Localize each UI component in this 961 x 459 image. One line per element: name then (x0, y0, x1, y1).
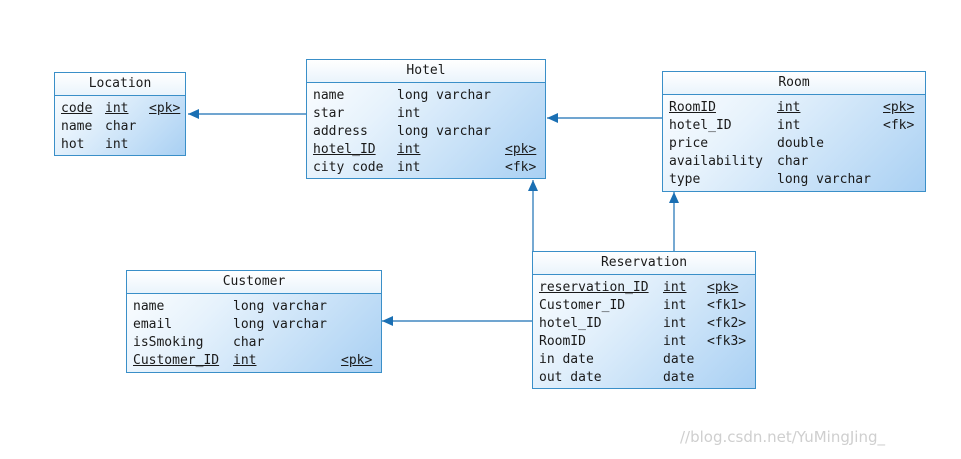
reservation-row-reservation-id: reservation_ID int <pk> (539, 279, 749, 297)
column-name: email (133, 317, 173, 332)
column-name: name (133, 299, 165, 314)
room-title: Room (663, 72, 925, 95)
column-type: int (105, 101, 129, 116)
column-name: in date (539, 352, 594, 367)
reservation-row-customer-id: Customer_ID int <fk1> (539, 297, 749, 315)
column-type: int (663, 298, 687, 313)
column-key: <pk> (707, 280, 739, 295)
room-row-price: price double (669, 135, 919, 153)
hotel-row-name: name long varchar (313, 87, 539, 105)
reservation-row-in-date: in date date (539, 351, 749, 369)
column-name: name (313, 88, 345, 103)
column-name: code (61, 101, 93, 116)
customer-title: Customer (127, 271, 381, 294)
reservation-row-hotel-id: hotel_ID int <fk2> (539, 315, 749, 333)
column-name: hotel_ID (539, 316, 602, 331)
column-type: int (397, 160, 421, 175)
column-name: address (313, 124, 368, 139)
column-type: long varchar (777, 172, 871, 187)
room-row-availability: availability char (669, 153, 919, 171)
column-type: int (397, 106, 421, 121)
customer-row-name: name long varchar (133, 298, 375, 316)
column-key: <pk> (341, 353, 373, 368)
column-type: int (777, 100, 801, 115)
column-name: hotel_ID (313, 142, 376, 157)
watermark: //blog.csdn.net/YuMingJing_ (680, 428, 885, 446)
column-type: int (105, 137, 129, 152)
column-key: <pk> (149, 101, 181, 116)
column-key: <fk3> (707, 334, 747, 349)
column-name: hotel_ID (669, 118, 732, 133)
column-type: date (663, 352, 695, 367)
column-name: city code (313, 160, 384, 175)
column-type: long varchar (233, 299, 327, 314)
column-name: type (669, 172, 701, 187)
customer-row-email: email long varchar (133, 316, 375, 334)
column-name: price (669, 136, 709, 151)
column-key: <fk> (505, 160, 537, 175)
room-row-roomid: RoomID int <pk> (669, 99, 919, 117)
column-key: <pk> (883, 100, 915, 115)
column-type: long varchar (397, 88, 491, 103)
column-key: <fk> (883, 118, 915, 133)
location-row-name: name char (61, 118, 179, 136)
column-name: availability (669, 154, 763, 169)
hotel-row-address: address long varchar (313, 123, 539, 141)
hotel-row-city-code: city code int <fk> (313, 159, 539, 177)
room-entity[interactable]: Room RoomID int <pk> hotel_ID int <fk> p… (662, 71, 926, 192)
column-type: int (397, 142, 421, 157)
reservation-row-out-date: out date date (539, 369, 749, 387)
column-key: <fk1> (707, 298, 747, 313)
location-entity[interactable]: Location code int <pk> name char hot int (54, 72, 186, 156)
room-row-hotel-id: hotel_ID int <fk> (669, 117, 919, 135)
column-name: RoomID (669, 100, 716, 115)
column-name: Customer_ID (133, 353, 220, 368)
column-name: star (313, 106, 345, 121)
column-name: out date (539, 370, 602, 385)
customer-entity[interactable]: Customer name long varchar email long va… (126, 270, 382, 373)
hotel-row-star: star int (313, 105, 539, 123)
column-type: char (233, 335, 265, 350)
customer-row-customer-id: Customer_ID int <pk> (133, 352, 375, 370)
location-title: Location (55, 73, 185, 96)
location-row-hot: hot int (61, 136, 179, 154)
hotel-row-hotel-id: hotel_ID int <pk> (313, 141, 539, 159)
room-row-type: type long varchar (669, 171, 919, 189)
hotel-title: Hotel (307, 60, 545, 83)
column-type: long varchar (397, 124, 491, 139)
column-name: Customer_ID (539, 298, 626, 313)
column-type: int (663, 334, 687, 349)
column-type: char (777, 154, 809, 169)
column-type: double (777, 136, 824, 151)
reservation-title: Reservation (533, 252, 755, 275)
column-name: hot (61, 137, 85, 152)
column-type: int (663, 280, 687, 295)
customer-row-issmoking: isSmoking char (133, 334, 375, 352)
reservation-row-roomid: RoomID int <fk3> (539, 333, 749, 351)
column-key: <pk> (505, 142, 537, 157)
column-type: int (777, 118, 801, 133)
column-name: isSmoking (133, 335, 204, 350)
column-name: reservation_ID (539, 280, 649, 295)
column-type: long varchar (233, 317, 327, 332)
column-name: RoomID (539, 334, 586, 349)
column-type: int (233, 353, 257, 368)
reservation-entity[interactable]: Reservation reservation_ID int <pk> Cust… (532, 251, 756, 389)
column-type: date (663, 370, 695, 385)
column-type: char (105, 119, 137, 134)
location-row-code: code int <pk> (61, 100, 181, 118)
hotel-entity[interactable]: Hotel name long varchar star int address… (306, 59, 546, 179)
column-name: name (61, 119, 93, 134)
column-key: <fk2> (707, 316, 747, 331)
column-type: int (663, 316, 687, 331)
